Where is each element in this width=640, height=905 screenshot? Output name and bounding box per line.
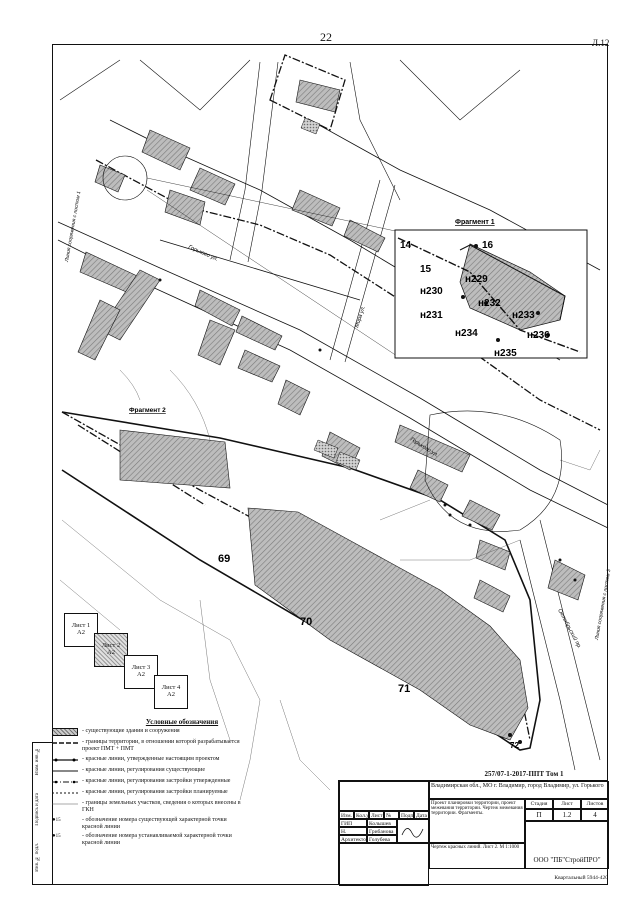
- fragment1-labels: 14 15 16 н229 н230 н231 н232 н233 н234 н…: [400, 240, 550, 359]
- svg-text:16: 16: [482, 240, 494, 251]
- drawing-frame: [52, 44, 608, 885]
- legend-swatch-building: [52, 728, 78, 737]
- page-number: 22: [320, 30, 332, 44]
- stamp-footer: Квартальный 5944-420: [554, 875, 608, 881]
- svg-text:72: 72: [510, 741, 519, 750]
- parcel-numbers: 69 70 71 72: [218, 553, 519, 750]
- stamp-code: 257/07-1-2017-ППТ Том 1: [484, 770, 564, 778]
- svg-text:15: 15: [420, 264, 432, 275]
- legend-title: Условные обозначения: [145, 718, 219, 726]
- small-structures: [300, 117, 361, 471]
- svg-text:70: 70: [300, 616, 312, 628]
- building-fragment2: [119, 429, 231, 489]
- svg-text:н231: н231: [420, 310, 443, 321]
- svg-text:н235: н235: [494, 348, 517, 359]
- legend-item: ●15- обозначение номера устанавливаемой …: [52, 833, 232, 847]
- svg-text:н234: н234: [455, 328, 478, 339]
- legend: Условные обозначения - существующие здан…: [52, 718, 242, 850]
- stamp-title: Проект планировки территории, проект меж…: [429, 799, 525, 843]
- callout-circle-2: [424, 410, 562, 532]
- stamp-org: ООО "ПБ"СтройПРО": [525, 821, 609, 869]
- legend-item: - красные линии, регулирования застройки…: [52, 788, 228, 795]
- svg-text:н229: н229: [465, 274, 488, 285]
- svg-text:н236: н236: [527, 330, 550, 341]
- legend-item: - красные линии, утвержденные настоящим …: [52, 756, 242, 764]
- fragment1-title: Фрагмент 1: [455, 219, 495, 226]
- svg-text:н230: н230: [420, 286, 443, 297]
- legend-item: - красные линии, регулирования застройки…: [52, 778, 242, 786]
- svg-text:14: 14: [400, 240, 412, 251]
- sheet-corner: Л.12: [592, 38, 610, 48]
- leader-line-2: [146, 189, 401, 359]
- svg-text:н233: н233: [512, 310, 535, 321]
- parcel-boundaries: [59, 369, 601, 801]
- stamp-object: Владимирская обл., МО г. Владимир, город…: [429, 781, 609, 799]
- leader-line-1: [146, 177, 401, 233]
- legend-item: - существующие здания и сооружения: [52, 728, 242, 737]
- legend-item: ●15- обозначение номера существующей хар…: [52, 816, 227, 830]
- fragment2-title: Фрагмент 2: [129, 407, 166, 414]
- fragment1-inset: [394, 229, 588, 359]
- secondary-streets: [59, 59, 601, 771]
- title-block: 257/07-1-2017-ППТ Том 1 Владимирская обл…: [338, 770, 609, 886]
- point-markers: [158, 244, 577, 744]
- svg-text:69: 69: [218, 553, 230, 565]
- legend-item: - границы земельных участков, сведения о…: [52, 799, 241, 813]
- legend-item: - красные линии, регулирования существую…: [52, 766, 206, 773]
- side-strip: Взам. инв. № Подпись и дата Инв. № подл.: [32, 742, 52, 885]
- building-large: [247, 507, 529, 741]
- stamp-revisions: [339, 781, 429, 811]
- stamp-subtitle: Чертеж красных линий. Лист 2. М 1:1000: [429, 843, 525, 869]
- svg-text:71: 71: [398, 683, 410, 695]
- legend-item: - границы территории, в отношении которо…: [52, 739, 240, 752]
- svg-text:н232: н232: [478, 298, 501, 309]
